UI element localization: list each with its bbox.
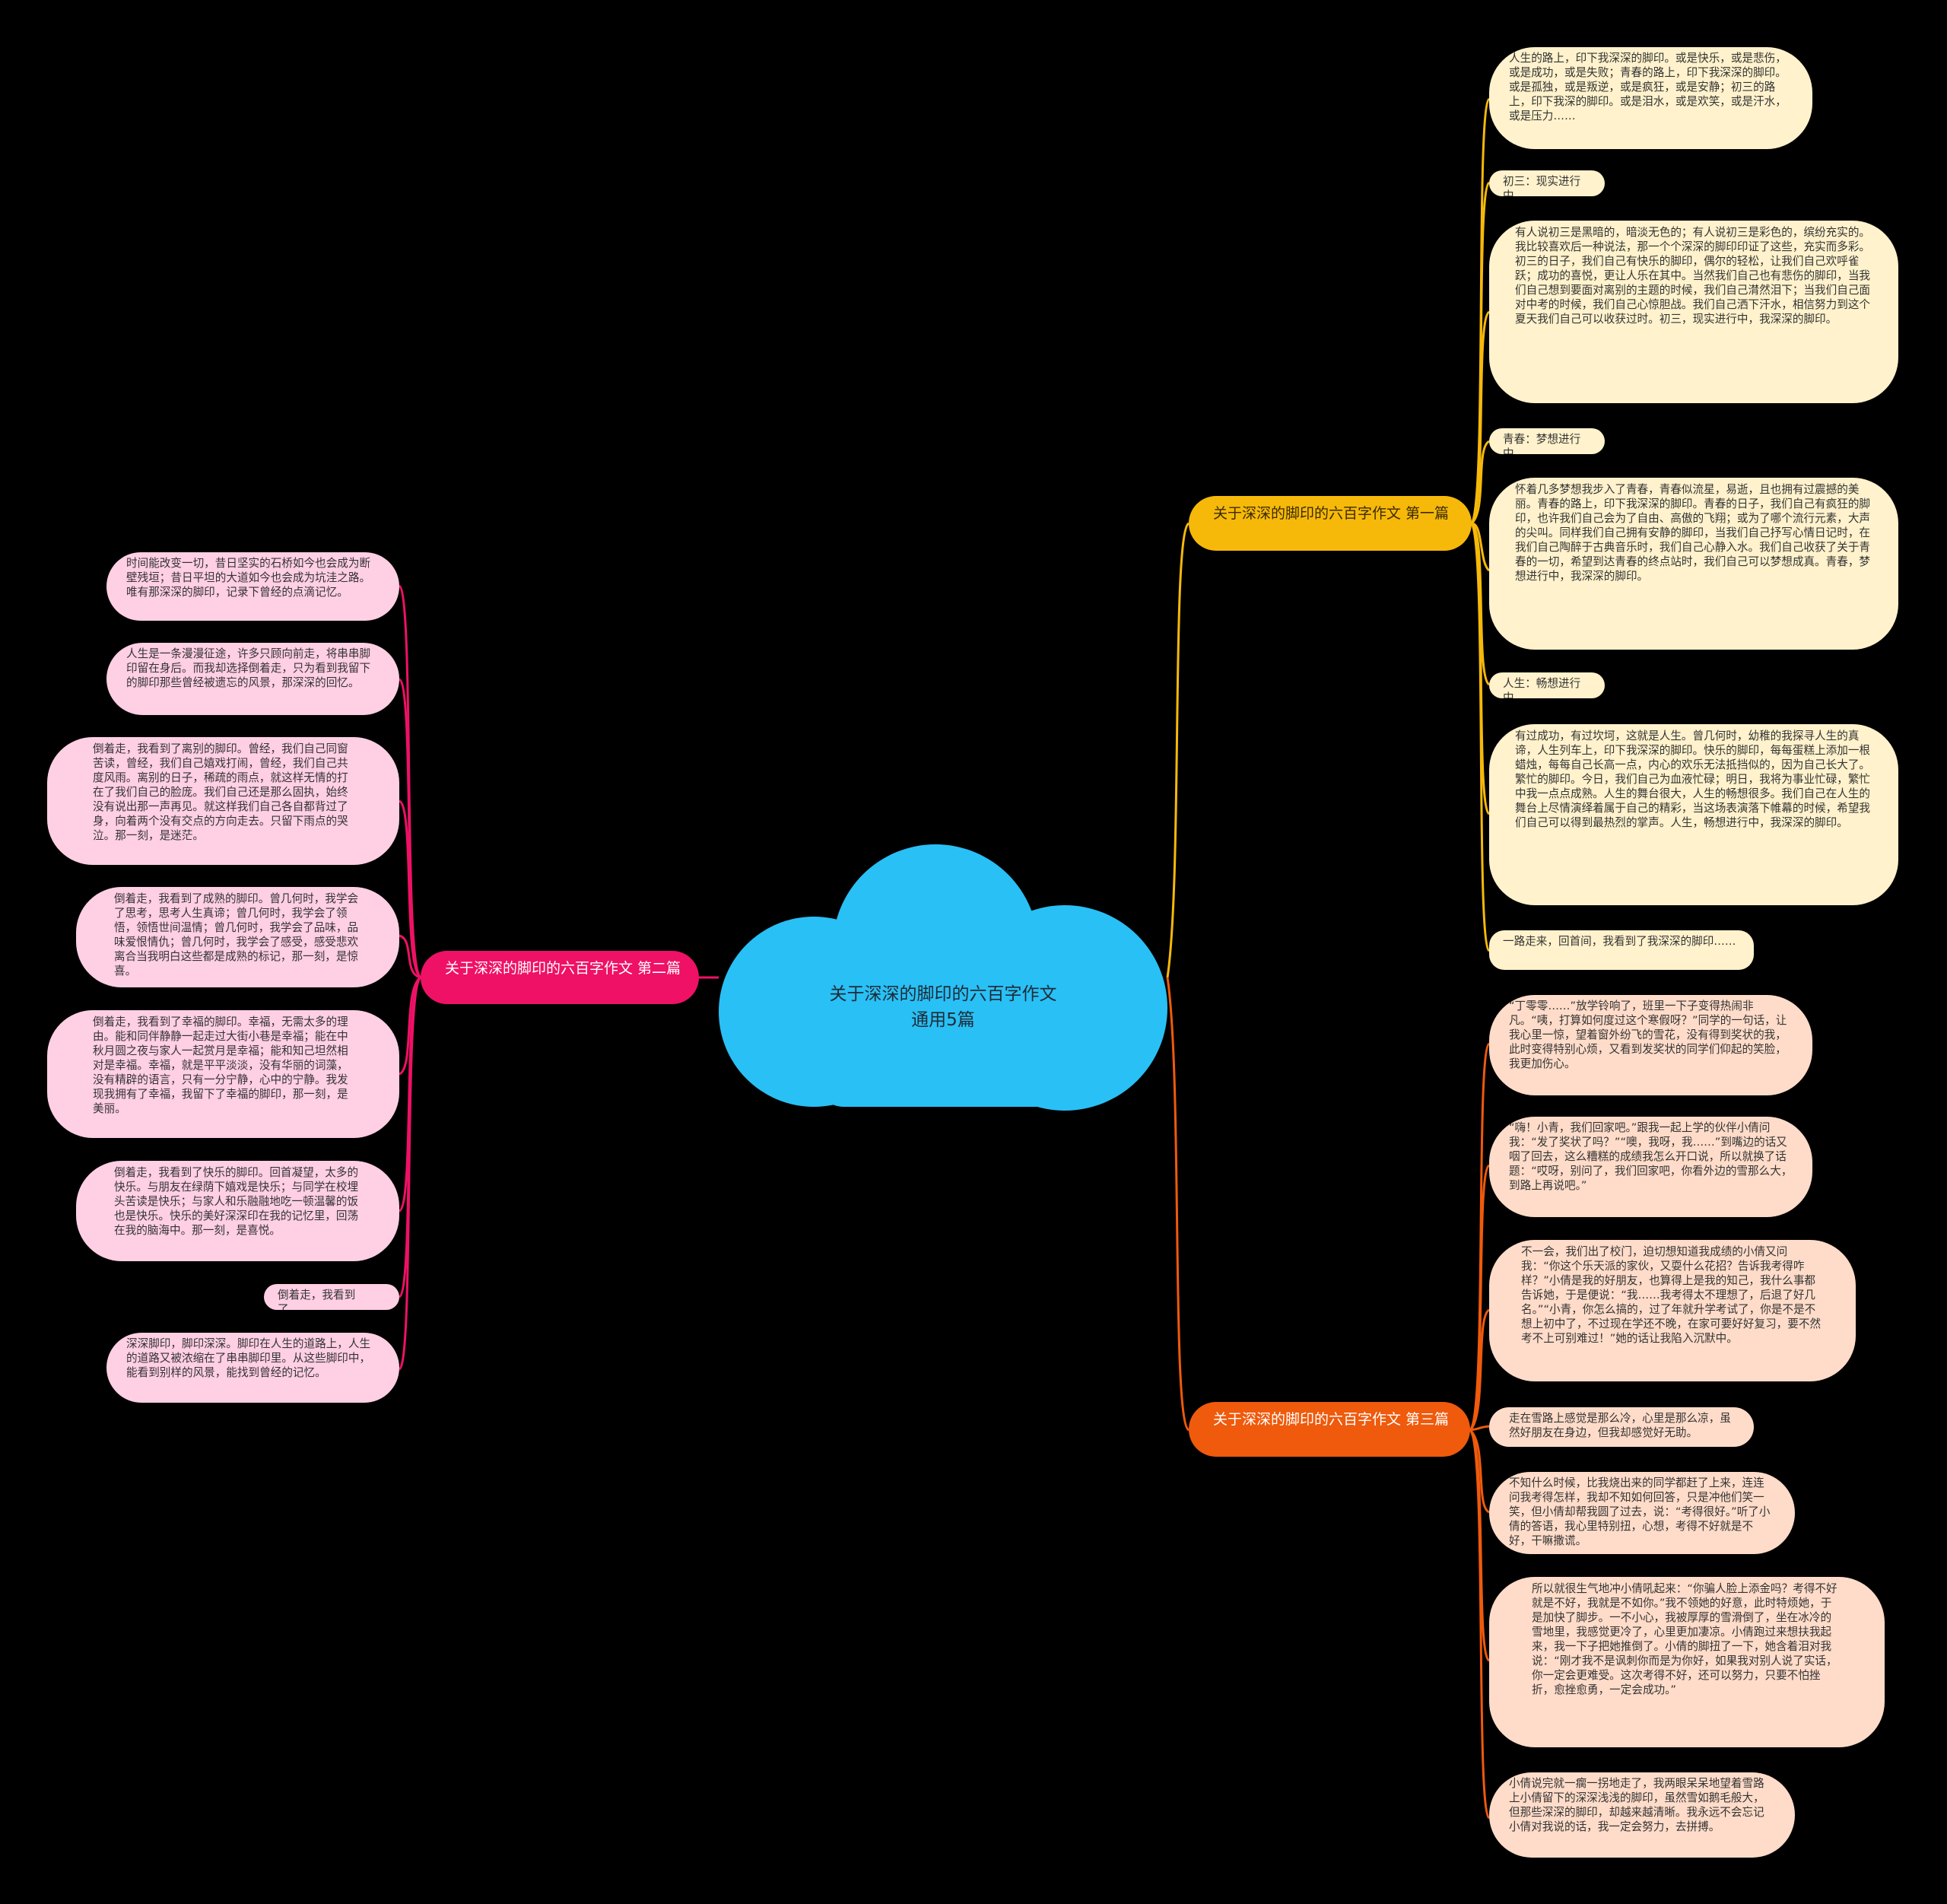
leaf-3-2[interactable]: “嗨！小青，我们回家吧。”跟我一起上学的伙伴小倩问我：“发了奖状了吗？”“噢，我… bbox=[1489, 1117, 1812, 1217]
leaf-2-5[interactable]: 倒着走，我看到了幸福的脚印。幸福，无需太多的理由。能和同伴静静一起走过大街小巷是… bbox=[47, 1010, 399, 1138]
link-center-b3 bbox=[1166, 977, 1190, 1432]
leaf-2-2[interactable]: 人生是一条漫漫征途，许多只顾向前走，将串串脚印留在身后。而我却选择倒着走，只为看… bbox=[106, 643, 399, 715]
leaf-2-3[interactable]: 倒着走，我看到了离别的脚印。曾经，我们自己同窗苦读，曾经，我们自己嬉戏打闹，曾经… bbox=[47, 737, 399, 865]
leaf-3-1[interactable]: “丁零零……”放学铃响了，班里一下子变得热闹非凡。“咦，打算如何度过这个寒假呀？… bbox=[1489, 995, 1812, 1095]
leaf-2-8[interactable]: 深深脚印，脚印深深。脚印在人生的道路上，人生的道路又被浓缩在了串串脚印里。从这些… bbox=[106, 1333, 399, 1403]
leaf-1-8[interactable]: 一路走来，回首间，我看到了我深深的脚印…… bbox=[1489, 930, 1754, 970]
center-cloud-shape bbox=[719, 844, 1167, 1111]
leaf-2-7[interactable]: 倒着走，我看到了…… bbox=[264, 1284, 399, 1310]
leaf-3-6[interactable]: 所以就很生气地冲小倩吼起来：“你骗人脸上添金吗？考得不好就是不好，我就是不如你。… bbox=[1489, 1577, 1885, 1747]
branch-topic-3[interactable]: 关于深深的脚印的六百字作文 第三篇 bbox=[1189, 1402, 1470, 1457]
leaf-1-3[interactable]: 有人说初三是黑暗的，暗淡无色的；有人说初三是彩色的，缤纷充实的。我比较喜欢后一种… bbox=[1489, 221, 1898, 403]
leaf-1-7[interactable]: 有过成功，有过坎坷，这就是人生。曾几何时，幼稚的我探寻人生的真谛，人生列车上，印… bbox=[1489, 724, 1898, 905]
leaf-1-2[interactable]: 初三：现实进行中 bbox=[1489, 170, 1605, 196]
leaf-3-7[interactable]: 小倩说完就一瘸一拐地走了，我两眼呆呆地望着雪路上小倩留下的深深浅浅的脚印，虽然雪… bbox=[1489, 1772, 1795, 1858]
leaf-3-5[interactable]: 不知什么时候，比我烧出来的同学都赶了上来，连连问我考得怎样，我却不知如何回答，只… bbox=[1489, 1472, 1795, 1554]
leaf-1-4[interactable]: 青春：梦想进行中 bbox=[1489, 428, 1605, 454]
branch-topic-2[interactable]: 关于深深的脚印的六百字作文 第二篇 bbox=[421, 951, 699, 1004]
leaf-1-6[interactable]: 人生：畅想进行中 bbox=[1489, 672, 1605, 698]
branch-topic-1[interactable]: 关于深深的脚印的六百字作文 第一篇 bbox=[1189, 496, 1472, 551]
center-topic-title[interactable]: 关于深深的脚印的六百字作文通用5篇 bbox=[829, 984, 1057, 1030]
leaf-2-4[interactable]: 倒着走，我看到了成熟的脚印。曾几何时，我学会了思考，思考人生真谛；曾几何时，我学… bbox=[76, 887, 399, 987]
leaf-2-1[interactable]: 时间能改变一切，昔日坚实的石桥如今也会成为断壁残垣；昔日平坦的大道如今也会成为坑… bbox=[106, 552, 399, 621]
leaf-3-3[interactable]: 不一会，我们出了校门，迫切想知道我成绩的小倩又问我：“你这个乐天派的家伙，又耍什… bbox=[1489, 1240, 1856, 1381]
leaf-1-5[interactable]: 怀着几多梦想我步入了青春，青春似流星，易逝，且也拥有过震撼的美丽。青春的路上，印… bbox=[1489, 478, 1898, 650]
leaf-3-4[interactable]: 走在雪路上感觉是那么冷，心里是那么凉，虽然好朋友在身边，但我却感觉好无助。 bbox=[1489, 1407, 1754, 1447]
leaf-1-1[interactable]: 人生的路上，印下我深深的脚印。或是快乐，或是悲伤，或是成功，或是失败；青春的路上… bbox=[1489, 47, 1812, 149]
link-center-b1 bbox=[1166, 522, 1190, 978]
leaf-2-6[interactable]: 倒着走，我看到了快乐的脚印。回首凝望，太多的快乐。与朋友在绿荫下嬉戏是快乐；与同… bbox=[76, 1161, 399, 1261]
